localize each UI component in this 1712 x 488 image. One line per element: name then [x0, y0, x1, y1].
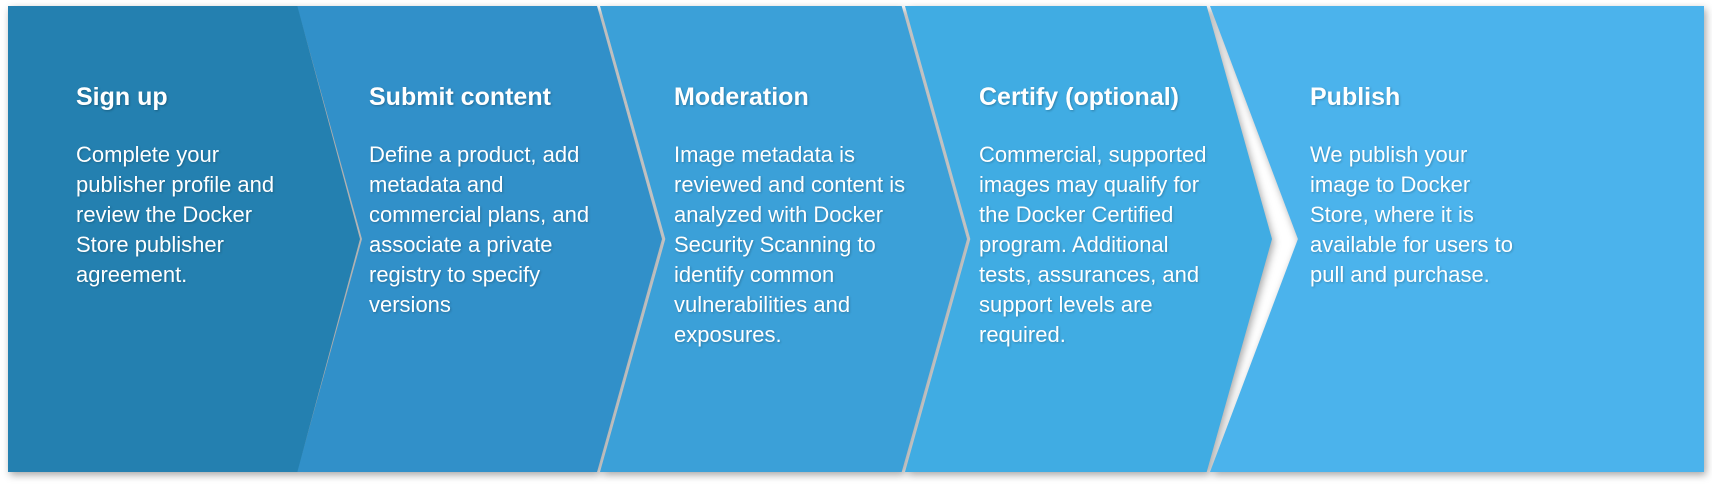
chevron-process-flow: Sign up Complete your publisher profile a…	[8, 6, 1704, 472]
stage-list: Sign up Complete your publisher profile a…	[8, 6, 1704, 472]
stage-description-1: Complete your publisher profile and revi…	[76, 142, 275, 287]
stage-title-2: Submit content	[369, 83, 551, 111]
stage-description-5: We publish your image to Docker Store, w…	[1310, 142, 1513, 287]
stage-description-3: Image metadata is reviewed and content i…	[674, 142, 906, 347]
stage-title-3: Moderation	[674, 83, 809, 111]
stage-content-5: Publish We publish your image to Docker S…	[1310, 6, 1540, 472]
stage-content-4: Certify (optional) Commercial, supported …	[979, 6, 1229, 472]
process-stage-5: Publish We publish your image to Docker S…	[1210, 6, 1704, 472]
stage-description-2: Define a product, add metadata and comme…	[369, 142, 590, 317]
stage-title-1: Sign up	[76, 83, 168, 111]
stage-title-4: Certify (optional)	[979, 83, 1179, 111]
stage-description-4: Commercial, supported images may qualify…	[979, 142, 1207, 347]
process-stage-1: Sign up Complete your publisher profile a…	[8, 6, 360, 472]
stage-title-5: Publish	[1310, 83, 1401, 111]
stage-content-1: Sign up Complete your publisher profile a…	[76, 6, 306, 472]
